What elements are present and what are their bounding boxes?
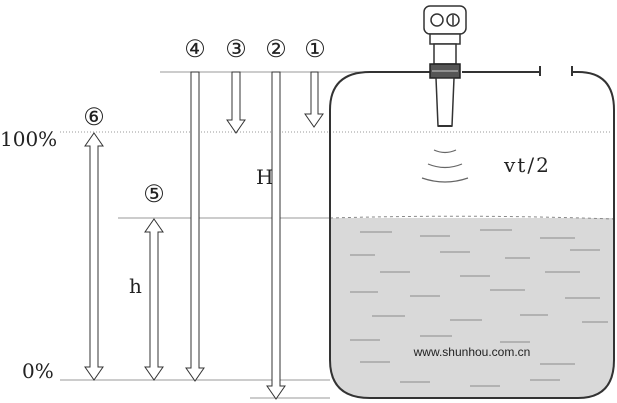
sensor-cable-gland-icon (430, 13, 444, 27)
marker-2: ② (265, 35, 287, 63)
marker-6: ⑥ (83, 103, 105, 131)
arrow-1 (304, 71, 324, 128)
arrow-2 (266, 71, 286, 400)
arrow-4 (185, 71, 205, 382)
level-100-label: 100% (0, 127, 57, 151)
marker-5: ⑤ (143, 180, 165, 208)
arrow-3 (226, 71, 246, 134)
tank-outline (329, 71, 615, 399)
radar-sensor (423, 5, 467, 127)
marker-3: ③ (225, 35, 247, 63)
watermark: www.shunhou.com.cn (413, 345, 531, 359)
markers: ① ② ③ ④ ⑤ ⑥ (83, 35, 326, 208)
sensor-neck (429, 33, 461, 45)
arrows (84, 71, 324, 400)
arrow-5 (144, 218, 164, 381)
arrow-6 (84, 132, 104, 381)
sensor-horn-antenna (435, 77, 455, 127)
marker-1: ① (304, 35, 326, 63)
variable-H: H (256, 165, 273, 189)
level-0-label: 0% (22, 359, 54, 383)
variable-h: h (129, 274, 142, 298)
liquid (330, 215, 614, 398)
marker-4: ④ (184, 35, 206, 63)
formula-vt2: vt/2 (503, 153, 551, 177)
radar-waves (421, 149, 469, 183)
sensor-body (433, 43, 457, 65)
